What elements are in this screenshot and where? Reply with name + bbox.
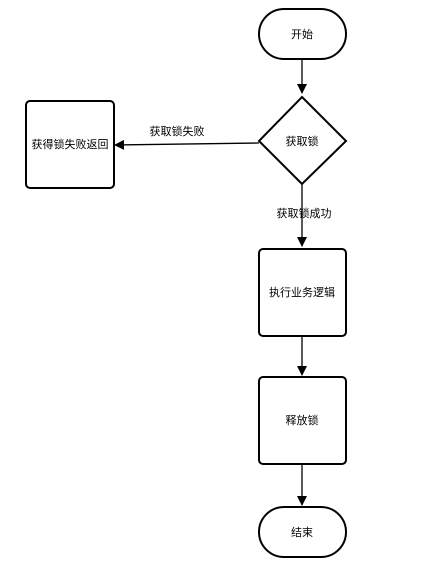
node-start-terminal (258, 8, 347, 60)
node-start-label: 开始 (291, 27, 313, 41)
node-acquire-fail-return-label: 获得锁失败返回 (32, 137, 109, 151)
edge-acquire-fail (114, 139, 260, 150)
edge-label-acquire-fail: 获取锁失败 (150, 124, 205, 138)
node-execute-business-logic-box (258, 248, 347, 337)
node-acquire-fail-return-box (25, 100, 115, 189)
node-acquire-lock-decision (257, 95, 348, 186)
node-execute-business-logic-label: 执行业务逻辑 (269, 285, 335, 299)
node-release-lock-label: 释放锁 (286, 413, 319, 427)
node-end-terminal (258, 506, 347, 558)
node-release-lock-box (258, 376, 347, 465)
edge-label-acquire-success: 获取锁成功 (277, 206, 332, 220)
node-acquire-lock-label: 获取锁 (286, 134, 319, 148)
node-end-label: 结束 (291, 526, 313, 539)
